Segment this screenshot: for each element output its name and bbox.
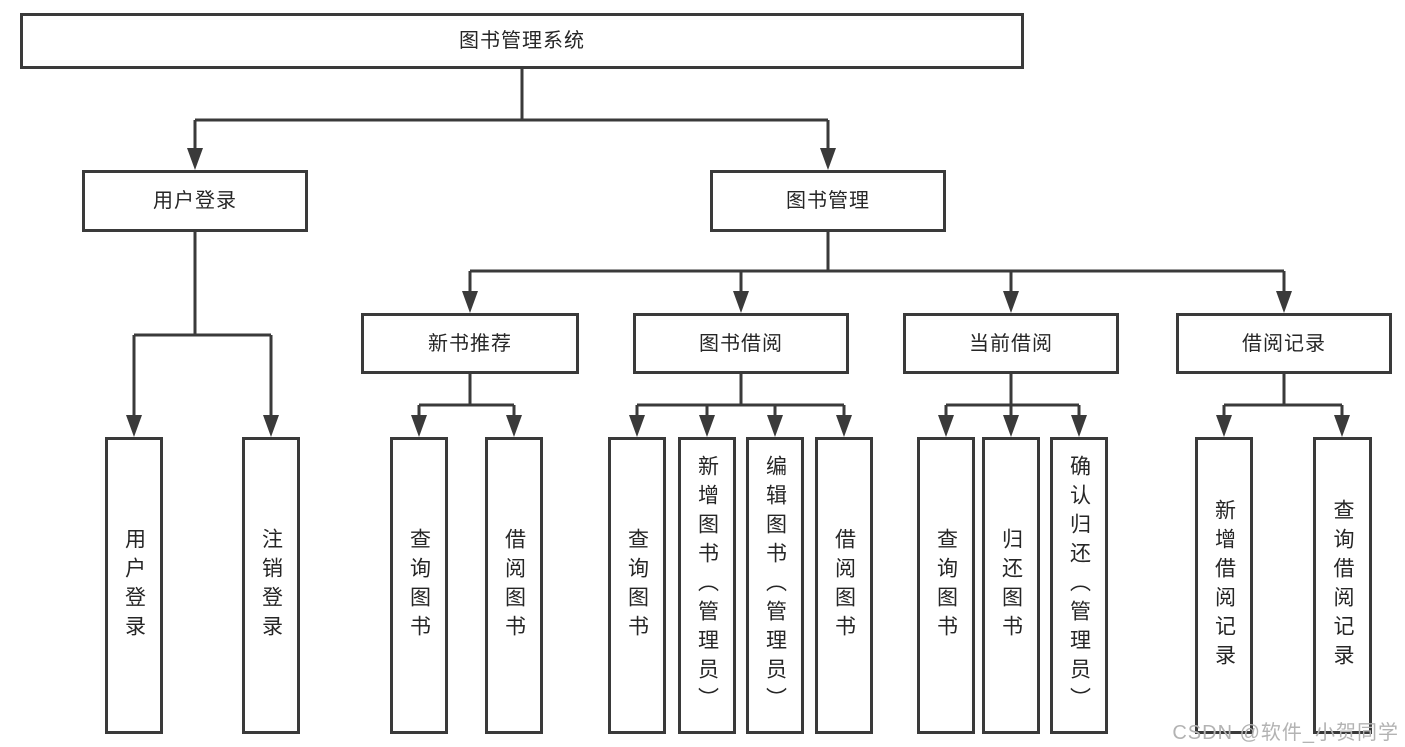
- leaf-borrow-books: 借阅图书: [815, 437, 873, 734]
- leaf-query-books-current: 查询图书: [917, 437, 975, 734]
- leaf-borrow-books-recommendation: 借阅图书: [485, 437, 543, 734]
- leaf-confirm-return-admin: 确认归还（管理员）: [1050, 437, 1108, 734]
- csdn-watermark: CSDN @软件_小贺同学: [1172, 722, 1399, 744]
- leaf-user-login: 用户登录: [105, 437, 163, 734]
- leaf-query-borrow-record: 查询借阅记录: [1313, 437, 1372, 734]
- node-borrowing-records: 借阅记录: [1176, 313, 1392, 374]
- leaf-add-borrow-record: 新增借阅记录: [1195, 437, 1253, 734]
- node-book-borrowing: 图书借阅: [633, 313, 849, 374]
- node-current-borrowing: 当前借阅: [903, 313, 1119, 374]
- node-new-book-recommendation: 新书推荐: [361, 313, 579, 374]
- leaf-query-books-borrowing: 查询图书: [608, 437, 666, 734]
- leaf-query-books-recommendation: 查询图书: [390, 437, 448, 734]
- node-library-management-system: 图书管理系统: [20, 13, 1024, 69]
- node-book-management-branch: 图书管理: [710, 170, 946, 232]
- leaf-logout: 注销登录: [242, 437, 300, 734]
- leaf-add-books-admin: 新增图书（管理员）: [678, 437, 736, 734]
- leaf-edit-books-admin: 编辑图书（管理员）: [746, 437, 804, 734]
- leaf-return-books: 归还图书: [982, 437, 1040, 734]
- node-user-login-branch: 用户登录: [82, 170, 308, 232]
